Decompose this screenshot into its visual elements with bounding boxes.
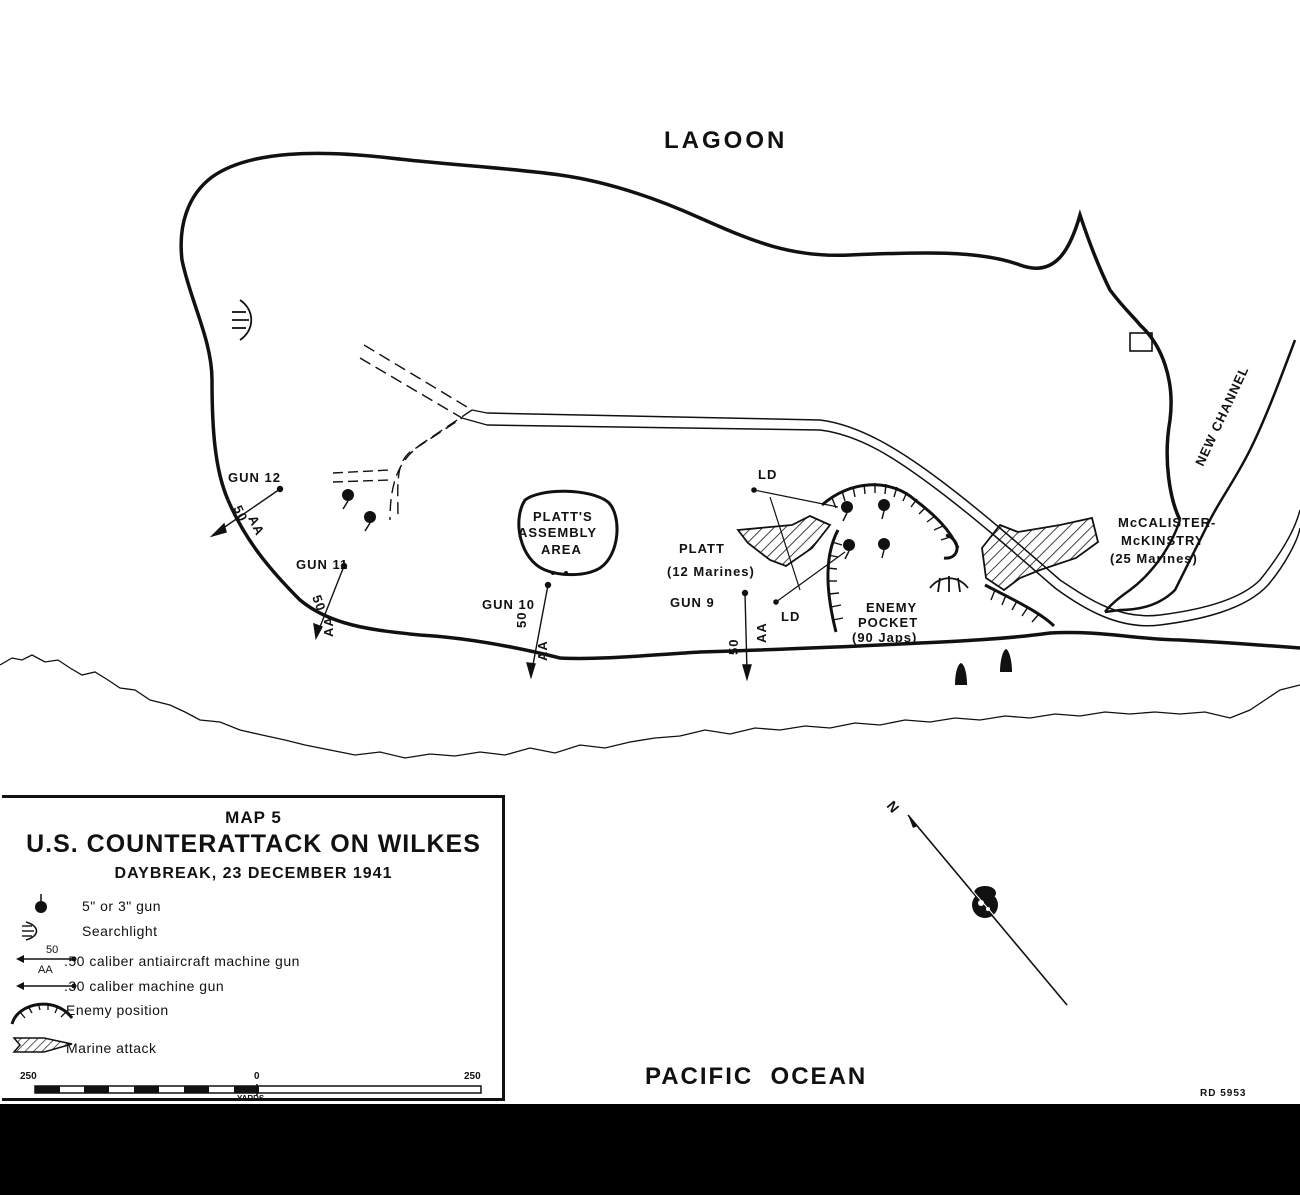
lagoon-label: LAGOON (664, 127, 787, 154)
enemy-pocket-label: POCKET (858, 615, 918, 630)
pacific-ocean-label: PACIFIC OCEAN (645, 1063, 867, 1090)
enemy-position-icon (10, 1002, 74, 1025)
legend-item-mg: .30 caliber machine gun (64, 978, 225, 994)
searchlight-icon (22, 921, 38, 941)
gun10-aa-arrow (526, 581, 552, 680)
enemy-pocket-label: (90 Japs) (852, 630, 917, 645)
trail (461, 409, 488, 426)
platts-assembly-area (517, 489, 619, 577)
island-south-shore (226, 499, 1300, 661)
enemy-hook (943, 533, 959, 560)
landing-craft (1000, 649, 1012, 672)
gun-icon (843, 539, 855, 560)
aa-label: AA (754, 622, 769, 643)
gun12-aa-arrow (209, 485, 284, 538)
gun11-aa-arrow (313, 562, 348, 641)
platts-assembly-label: ASSEMBLY (518, 525, 597, 540)
gun-icon (841, 501, 853, 522)
road (486, 412, 1300, 617)
landing-craft (955, 663, 967, 685)
mccalister-label: (25 Marines) (1110, 551, 1198, 566)
aa-label: 50 (514, 612, 529, 628)
gun-icon (35, 894, 47, 913)
gun-icon (342, 489, 354, 510)
svg-text:50: 50 (46, 944, 58, 956)
reef-line (0, 654, 1300, 759)
searchlight-icon (232, 299, 253, 341)
legend-item-gun: 5" or 3" gun (82, 898, 161, 914)
gun9-label: GUN 9 (670, 595, 715, 610)
marine-attack-platt (736, 515, 832, 568)
enemy-position (821, 483, 1056, 633)
map-title: U.S. COUNTERATTACK ON WILKES (26, 830, 481, 858)
platts-assembly-label: PLATT'S (533, 509, 593, 524)
legend-item-marine: Marine attack (66, 1040, 157, 1056)
legend-item-aa: .50 caliber antiaircraft machine gun (64, 953, 300, 969)
gun10-label: GUN 10 (482, 597, 535, 612)
wilkes-island-map: LAGOON PACIFIC OCEAN NEW CHANNEL GUN 12 … (0, 127, 1300, 1090)
ld-label: LD (781, 609, 800, 624)
island-coastline (179, 151, 1182, 521)
aa-label: AA (245, 513, 267, 538)
searchlight-icon (929, 576, 969, 593)
credit-code: RD 5953 (1200, 1088, 1247, 1099)
platt-label: PLATT (679, 541, 725, 556)
mccalister-label: McCALISTER- (1118, 515, 1216, 530)
gun-icon (878, 538, 890, 559)
marine-emblem-icon (971, 886, 999, 921)
platt-count-label: (12 Marines) (667, 564, 755, 579)
legend-box: MAP 5 U.S. COUNTERATTACK ON WILKES DAYBR… (2, 795, 505, 1103)
legend-item-searchlight: Searchlight (82, 923, 158, 939)
gun12-label: GUN 12 (228, 470, 281, 485)
assembly-marker (564, 571, 568, 575)
scale-bar (34, 1084, 482, 1096)
aa-label: 50 (309, 593, 329, 614)
road (486, 424, 1300, 627)
trail (332, 469, 391, 483)
mccalister-label: McKINSTRY (1121, 533, 1205, 548)
svg-text:AA: AA (38, 964, 53, 976)
gun-icon (364, 511, 376, 532)
new-channel-spur (1103, 519, 1182, 613)
gun9-aa-arrow (741, 589, 752, 682)
enemy-pocket-label: ENEMY (866, 600, 917, 615)
new-channel-label: NEW CHANNEL (1192, 364, 1251, 469)
trail (359, 357, 464, 521)
aa-label: 50 (726, 639, 741, 655)
machine-gun-icon (16, 982, 77, 990)
legend-item-enemy: Enemy position (66, 1002, 169, 1018)
scale-label-right: 250 (464, 1071, 481, 1082)
aa-label: AA (535, 640, 550, 661)
scale-unit: YARDS (237, 1094, 265, 1103)
aa-label: AA (321, 616, 336, 637)
trail (363, 344, 474, 521)
scale-label-center: 0 (254, 1071, 260, 1082)
ld-label: LD (758, 467, 777, 482)
building (1129, 332, 1153, 352)
platts-assembly-label: AREA (541, 542, 582, 557)
marine-attack-icon (12, 1037, 73, 1053)
marine-attack-mccalister (981, 516, 1100, 592)
gun11-label: GUN 11 (296, 557, 348, 572)
gun-icon (878, 499, 890, 520)
scale-label-left: 250 (20, 1071, 37, 1082)
new-channel-bank (1104, 339, 1297, 614)
map-number: MAP 5 (225, 808, 282, 827)
north-label: N (884, 798, 903, 816)
aa-label: 50 (230, 503, 251, 524)
aa-machine-gun-icon: 50 AA (16, 944, 77, 976)
map-date: DAYBREAK, 23 DECEMBER 1941 (114, 865, 393, 882)
assembly-marker (551, 571, 555, 575)
